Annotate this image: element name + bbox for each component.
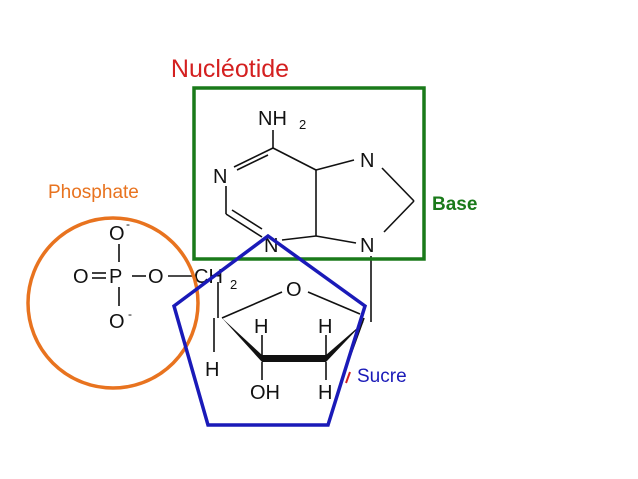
base-box [192, 86, 426, 261]
bond-ring-o-c4 [221, 291, 283, 319]
bond-c4-c3-wedge [222, 318, 262, 362]
bond-c2-n3-double [231, 209, 263, 230]
atom-n1: N [213, 166, 227, 188]
atom-c4-h-down: H [205, 359, 219, 381]
atom-ring-o: O [286, 279, 302, 301]
bond-c6-c5 [272, 147, 317, 171]
atom-n7: N [360, 150, 374, 172]
atom-c2-h-down: H [318, 382, 332, 404]
sugar-pentagon [171, 233, 368, 427]
atom-o-bottom: O [109, 311, 125, 333]
phosphate-label: Phosphate [48, 182, 139, 203]
phosphate-circle [26, 216, 200, 390]
atom-amino-n: NH [258, 108, 287, 130]
bond-n3-c4 [281, 235, 317, 241]
bond-c6-n1 [233, 147, 274, 168]
atom-ch2: CH [194, 266, 223, 288]
atom-o-bottom-charge: - [128, 307, 132, 321]
bond-c2-c1-wedge [326, 322, 364, 362]
bond-c5-n7 [315, 159, 355, 171]
atom-c3-oh: OH [250, 382, 280, 404]
phosphate-group: O - O P O O - CH 2 [73, 217, 237, 333]
bond-c6-n1-double [236, 154, 269, 171]
atom-o-bridge: O [148, 266, 164, 288]
bond-c8-n9 [383, 200, 415, 233]
atom-p: P [109, 266, 122, 288]
base-label: Base [432, 194, 477, 215]
bond-c2-n3 [225, 213, 263, 238]
atom-c3-h-up: H [254, 316, 268, 338]
sugar-label: Sucre [357, 366, 407, 387]
bond-c4-n9 [315, 235, 357, 244]
atom-c2-h-up: H [318, 316, 332, 338]
bond-ring-o-c1 [307, 291, 361, 315]
atom-o-top: O [109, 223, 125, 245]
atom-amino-subscript: 2 [299, 117, 306, 132]
atom-n9: N [360, 235, 374, 257]
atom-o-left: O [73, 266, 89, 288]
adenine-base: NH 2 N N N N [213, 108, 415, 257]
atom-o-top-charge: - [126, 217, 130, 231]
bond-n7-c8 [381, 167, 415, 202]
sugar-label-tick [345, 371, 351, 384]
atom-ch2-subscript: 2 [230, 277, 237, 292]
bond-c3-c2-wedge [262, 355, 326, 362]
diagram-title: Nucléotide [171, 55, 289, 83]
